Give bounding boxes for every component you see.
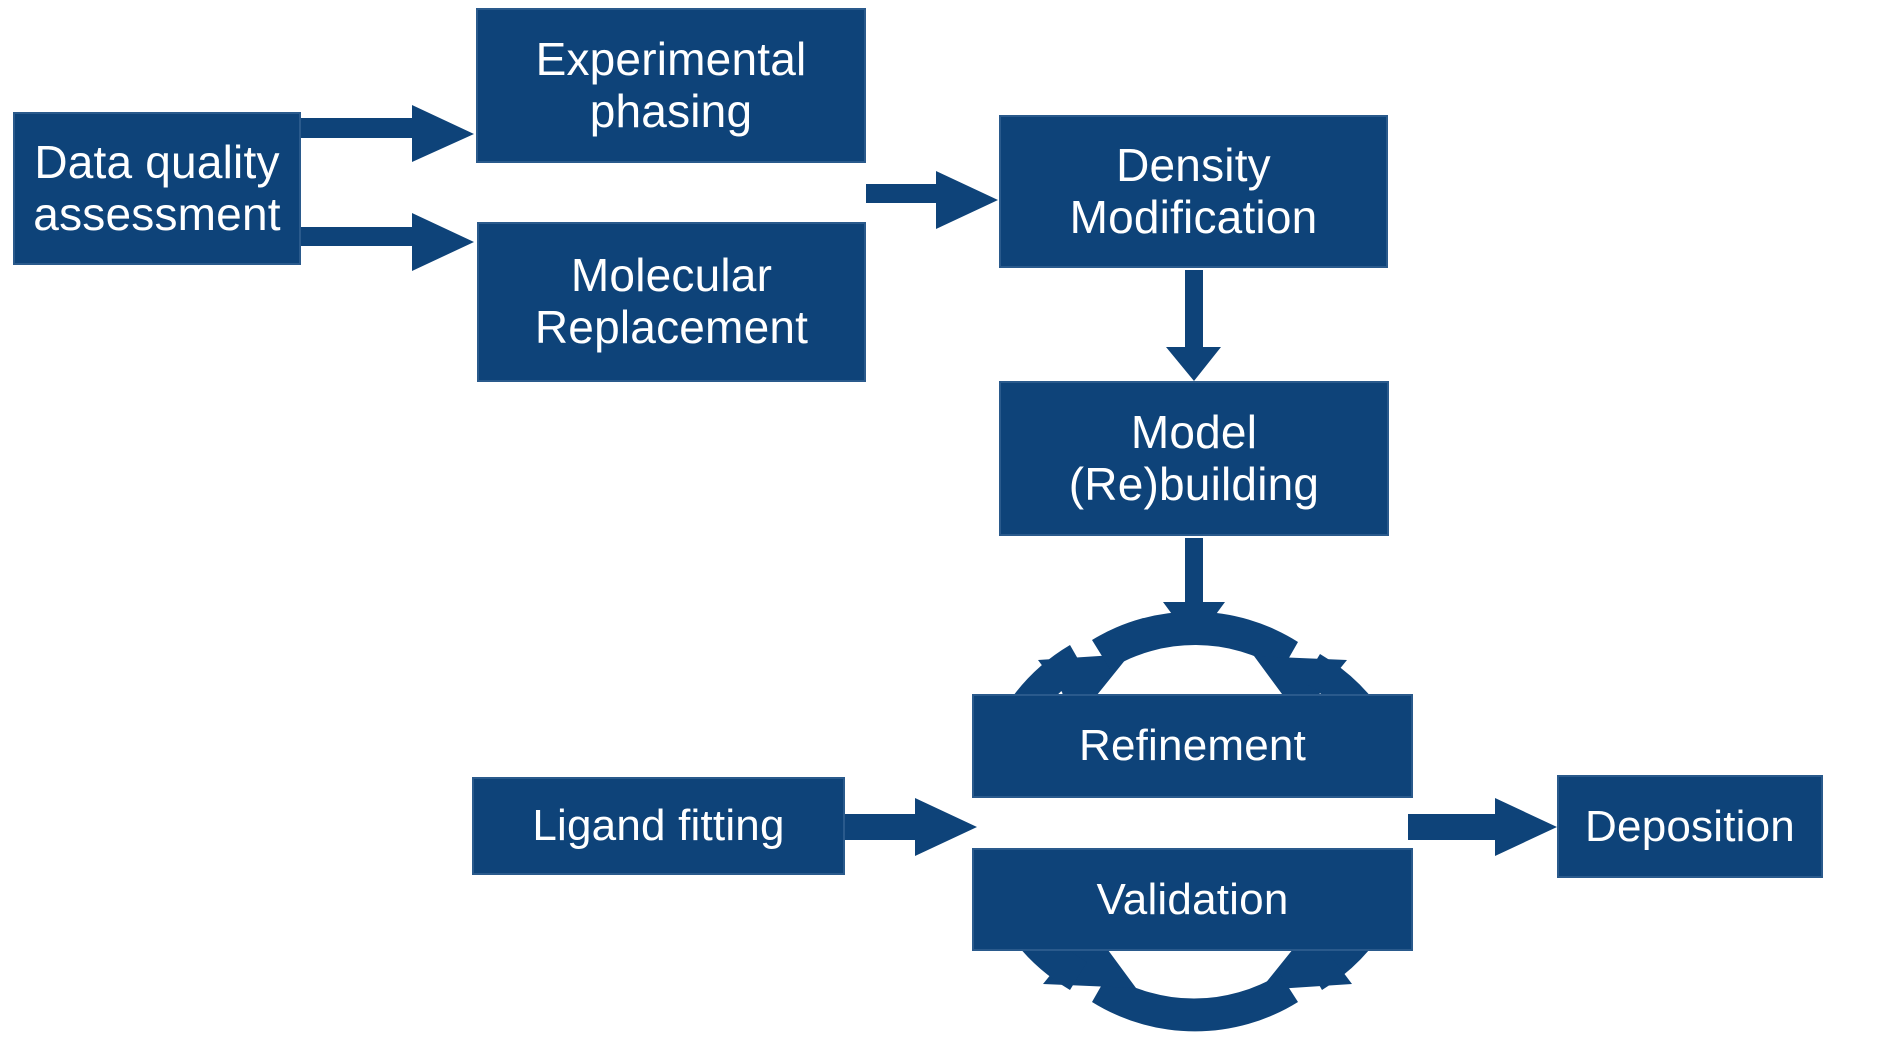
arrow-data-quality-to-exp-phasing	[301, 105, 474, 162]
node-ligand-fitting[interactable]: Ligand fitting	[472, 777, 845, 875]
node-label: Data quality assessment	[33, 135, 281, 240]
node-label: Validation	[1096, 874, 1289, 924]
node-model-rebuilding[interactable]: Model (Re)building	[999, 381, 1389, 536]
node-validation[interactable]: Validation	[972, 848, 1413, 951]
node-density-modification[interactable]: Density Modification	[999, 115, 1388, 268]
node-data-quality-assessment[interactable]: Data quality assessment	[13, 112, 301, 265]
node-label: Molecular Replacement	[534, 249, 809, 353]
node-label: Experimental phasing	[535, 32, 807, 137]
node-label: Deposition	[1585, 801, 1795, 851]
node-label: Density Modification	[1069, 138, 1318, 243]
node-deposition[interactable]: Deposition	[1557, 775, 1823, 878]
node-label: Model (Re)building	[1068, 405, 1320, 510]
arrow-ligand-fitting-to-refinement	[845, 798, 977, 856]
arrow-density-modification-to-model-rebuilding	[1166, 270, 1221, 381]
arrow-data-quality-to-mol-replacement	[301, 213, 474, 271]
node-refinement[interactable]: Refinement	[972, 694, 1413, 798]
arrow-validation-to-deposition	[1408, 798, 1557, 856]
node-experimental-phasing[interactable]: Experimental phasing	[476, 8, 866, 163]
node-label: Refinement	[1078, 721, 1306, 771]
node-label: Ligand fitting	[532, 801, 785, 851]
arrow-model-rebuilding-to-refinement	[1163, 538, 1225, 644]
arrow-phasing-to-density-modification	[866, 171, 998, 229]
node-molecular-replacement[interactable]: Molecular Replacement	[477, 222, 866, 382]
